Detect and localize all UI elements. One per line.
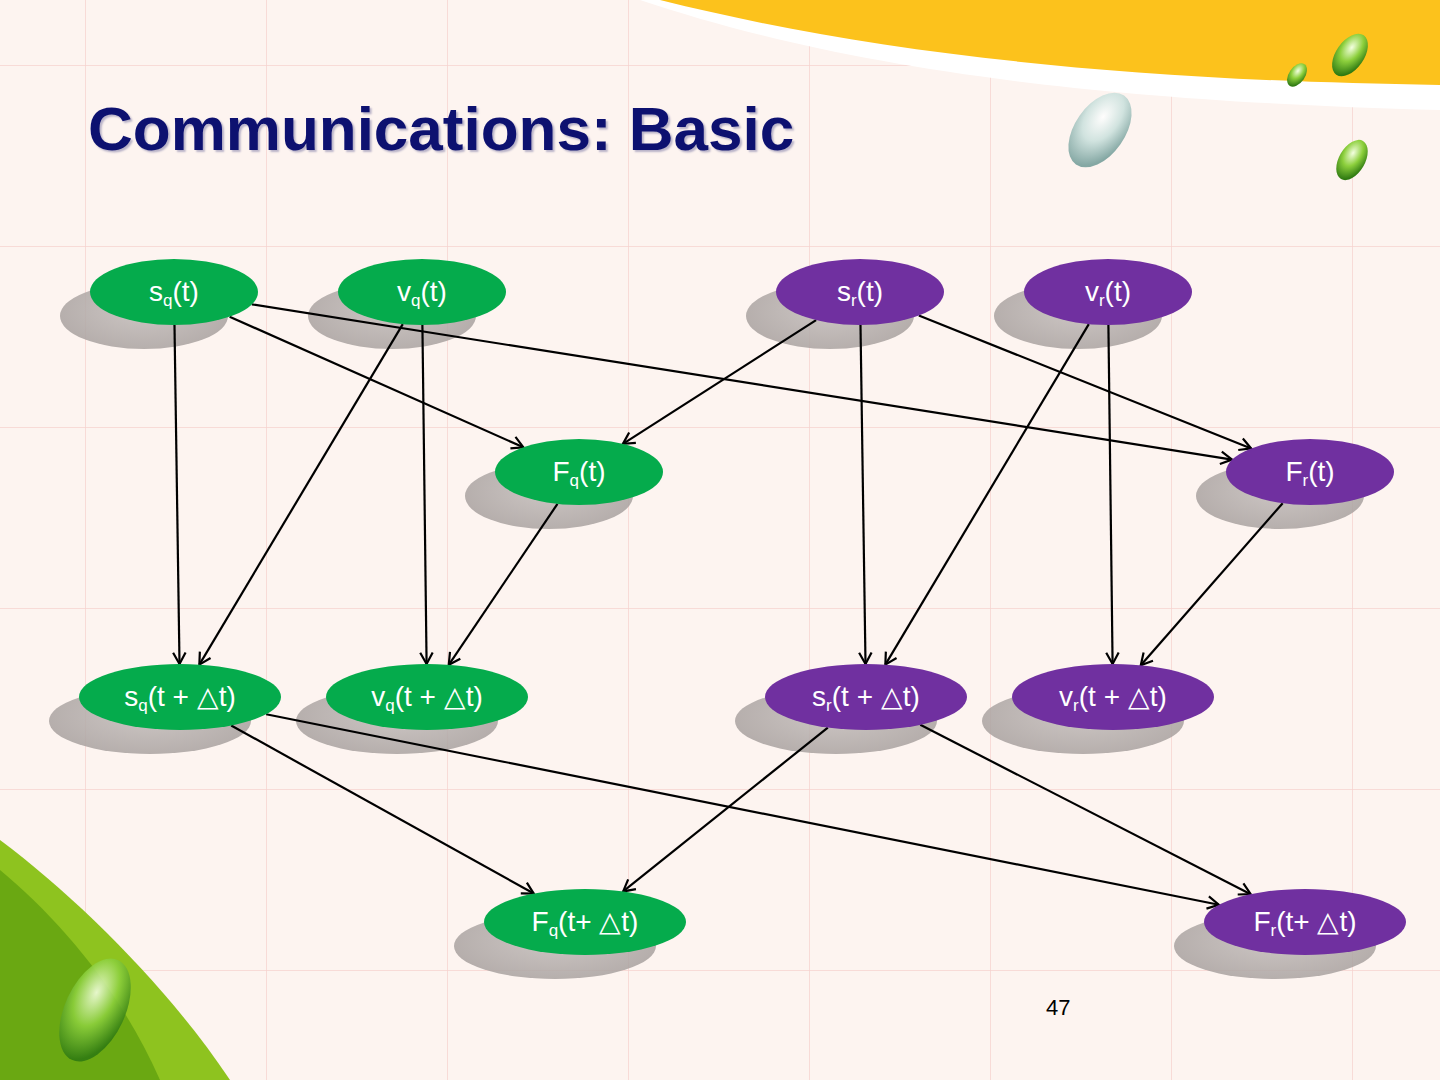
arrow-connector: [859, 325, 871, 664]
state-ellipse: sq(t + △t): [79, 664, 281, 730]
node-label: sq(t + △t): [124, 682, 236, 713]
state-ellipse: sr(t + △t): [765, 664, 967, 730]
state-ellipse: vr(t): [1024, 259, 1192, 325]
arrow-connector: [420, 325, 432, 664]
arrow-connector: [199, 324, 402, 664]
state-ellipse: vq(t): [338, 259, 506, 325]
node-label: sq(t): [149, 277, 199, 308]
state-ellipse: sq(t): [90, 259, 258, 325]
state-ellipse: sr(t): [776, 259, 944, 325]
state-ellipse: vr(t + △t): [1012, 664, 1214, 730]
arrow-connector: [449, 504, 558, 665]
node-label: vr(t): [1085, 277, 1131, 308]
arrow-connector: [1106, 325, 1118, 664]
node-label: vr(t + △t): [1059, 682, 1167, 713]
node-label: Fr(t): [1285, 457, 1334, 488]
node-label: Fq(t): [552, 457, 605, 488]
arrow-connector: [173, 325, 185, 664]
state-ellipse: Fr(t+ △t): [1204, 889, 1406, 955]
node-label: vq(t): [397, 277, 447, 308]
arrow-connector: [1141, 503, 1283, 665]
node-label: sr(t): [837, 277, 883, 308]
arrow-connector: [885, 324, 1088, 664]
arrow-connector: [266, 714, 1219, 908]
arrow-connector: [623, 320, 816, 444]
slide-title: Communications: Basic: [88, 93, 794, 164]
state-ellipse: Fr(t): [1226, 439, 1394, 505]
arrow-connector: [920, 725, 1250, 895]
node-label: sr(t + △t): [812, 682, 920, 713]
arrow-connector: [623, 728, 828, 892]
arrow-connector: [919, 316, 1251, 450]
node-label: Fq(t+ △t): [532, 907, 639, 938]
state-ellipse: Fq(t+ △t): [484, 889, 686, 955]
state-ellipse: vq(t + △t): [326, 664, 528, 730]
state-ellipse: Fq(t): [495, 439, 663, 505]
arrow-connector: [231, 725, 534, 893]
arrow-connector: [230, 317, 524, 449]
node-label: Fr(t+ △t): [1253, 907, 1356, 938]
page-number: 47: [1046, 995, 1070, 1021]
node-label: vq(t + △t): [371, 682, 483, 713]
